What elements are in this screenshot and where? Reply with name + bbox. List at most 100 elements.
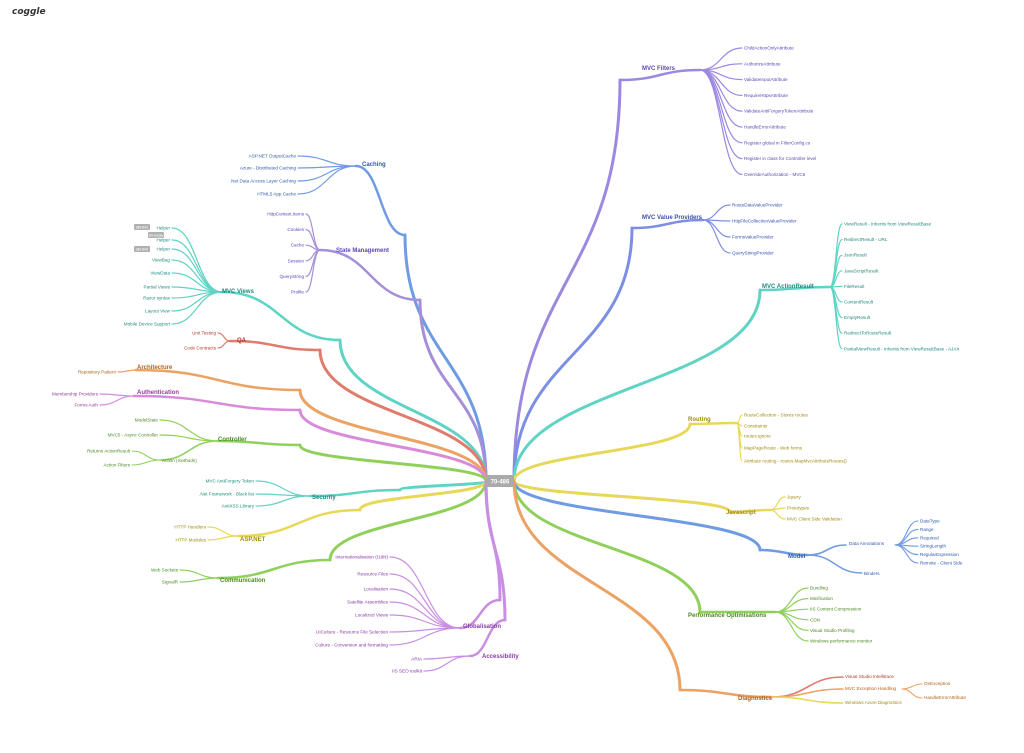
qa-leaf-unit-testing[interactable]: Unit Testing — [192, 331, 216, 336]
mvc_filters-leaf-validateantiforgerytokenattribute[interactable]: ValidateAntiForgeryTokenAttribute — [744, 109, 814, 114]
authentication-leaf-membership-providers[interactable]: Membership Providers — [52, 392, 99, 397]
diagnostics-exception-handling[interactable]: MVC Exception Handling — [845, 686, 897, 691]
views-branch-label[interactable]: MVC Views — [222, 289, 255, 295]
controller-leaf-mvc5-async-controller[interactable]: MVC5 - Async Controller — [108, 433, 159, 438]
controller-action-returns-actionresult[interactable]: Returns ActionResult — [87, 449, 131, 454]
caching-leaf-html5-app-cache[interactable]: HTML5 App Cache — [257, 192, 296, 197]
routing-leaf-attribute-routing-routes-mapmvcattributeroutes[interactable]: Attribute routing - routes.MapMvcAttribu… — [744, 459, 847, 464]
controller-leaf-modelstate[interactable]: ModelState — [135, 418, 159, 423]
mvc_filters-leaf-childactiononlyattribute[interactable]: ChildActionOnlyAttribute — [744, 46, 794, 51]
state-leaf-cookies[interactable]: Cookies — [287, 227, 304, 232]
javascript-leaf-prototypes[interactable]: Prototypes — [787, 506, 810, 511]
globalisation-branch-label[interactable]: Globalisation — [463, 624, 501, 630]
action_result-leaf-jsonresult[interactable]: JsonResult — [844, 253, 867, 258]
security-leaf-net-framework-black-list[interactable]: .Net Framework - Black list — [199, 492, 255, 497]
action_result-branch-label[interactable]: MVC ActionResult — [762, 284, 814, 290]
views-leaf-mobile-device-support[interactable]: Mobile Device Support — [124, 322, 171, 327]
mvc_filters-leaf-handleerrorattribute[interactable]: HandleErrorAttribute — [744, 125, 786, 130]
authentication-branch-label[interactable]: Authentication — [137, 390, 179, 396]
mvc_filters-leaf-overrideauthorization-mvc5[interactable]: OverrideAuthorization - MVC5 — [744, 172, 806, 177]
security-branch-label[interactable]: Security — [312, 495, 336, 501]
action_result-leaf-contentresult[interactable]: ContentResult — [844, 300, 874, 305]
caching-leaf-azure-distributed-caching[interactable]: Azure - Distributed Caching — [240, 166, 297, 171]
views-leaf-helper[interactable]: Helper — [156, 238, 170, 243]
mvc_filters-leaf-register-in-class-for-controller-level[interactable]: Register in class for Controller level — [744, 156, 816, 161]
aspnet-branch-label[interactable]: ASP.NET — [240, 537, 266, 543]
routing-branch-label[interactable]: Routing — [688, 417, 711, 423]
model-data-annotations-label[interactable]: Data Annotations — [849, 541, 885, 546]
security-leaf-mvc-antiforgery-token[interactable]: MVC AntiForgery Token — [206, 479, 255, 484]
routing-leaf-mappageroute-web-forms[interactable]: MapPageRoute - Web forms — [744, 446, 803, 451]
model-binders-label[interactable]: Binders — [864, 571, 880, 576]
caching-branch-label[interactable]: Caching — [362, 162, 386, 168]
action_result-leaf-partialviewresult-inherits-from-viewresultbase-ajax[interactable]: PartialViewResult - Inherits from ViewRe… — [844, 346, 960, 351]
value_providers-leaf-routedatavalueprovider[interactable]: RouteDataValueProvider — [732, 203, 783, 208]
views-leaf-viewbag[interactable]: ViewBag — [152, 258, 170, 263]
action_result-leaf-javascriptresult[interactable]: JavaScriptResult — [844, 268, 879, 273]
mvc_filters-leaf-requirehttpsattribute[interactable]: RequireHttpsAttribute — [744, 93, 788, 98]
views-leaf-razor-syntax[interactable]: Razor syntax — [143, 296, 171, 301]
model-annotation-datatype[interactable]: DataType — [920, 519, 940, 524]
controller-branch-label[interactable]: Controller — [218, 437, 247, 443]
diagnostics-azure[interactable]: Windows Azure Diagnostics — [845, 700, 902, 705]
mvc_filters-leaf-authorizeattribute[interactable]: AuthorizeAttribute — [744, 61, 781, 66]
security-leaf-antixss-library[interactable]: AntiXSS Library — [222, 504, 255, 509]
globalisation-leaf-uiculture-resource-file-selection[interactable]: UICulture - Resource File Selection — [316, 630, 388, 635]
globalisation-leaf-localisation[interactable]: Localisation — [364, 587, 389, 592]
aspnet-leaf-http-modules[interactable]: HTTP Modules — [175, 538, 206, 543]
controller-action-action-filters[interactable]: Action Filters — [103, 463, 130, 468]
globalisation-leaf-culture-conversion-and-formatting[interactable]: Culture - Conversion and formatting — [315, 643, 388, 648]
caching-leaf-net-data-access-layer-caching[interactable]: .Net Data Access Layer Caching — [230, 179, 297, 184]
architecture-leaf-repository-pattern[interactable]: Repository Pattern — [78, 370, 116, 375]
state-leaf-cache[interactable]: Cache — [291, 243, 305, 248]
model-annotation-regularexpression[interactable]: RegularExpression — [920, 552, 959, 557]
communication-leaf-signalr[interactable]: SignalR — [162, 580, 179, 585]
model-annotation-remote-client-side[interactable]: Remote - Client Side — [920, 561, 963, 566]
model-annotation-required[interactable]: Required — [920, 535, 939, 540]
globalisation-leaf-resource-files[interactable]: Resource Files — [357, 572, 388, 577]
diagnostics-handleerror[interactable]: HandleErrorAttribute — [924, 695, 966, 700]
qa-branch-label[interactable]: QA — [237, 338, 247, 344]
caching-leaf-asp-net-outputcache[interactable]: ASP.NET OutputCache — [249, 154, 297, 159]
views-leaf-partial-views[interactable]: Partial Views — [144, 285, 171, 290]
controller-action-label[interactable]: Action (methods) — [162, 458, 197, 463]
state-branch-label[interactable]: State Management — [336, 248, 389, 254]
views-leaf-layout-view[interactable]: Layout View — [145, 309, 171, 314]
aspnet-leaf-http-handlers[interactable]: HTTP Handlers — [174, 525, 206, 530]
qa-leaf-code-contracts[interactable]: Code Contracts — [184, 346, 217, 351]
accessibility-leaf-iis-seo-toolkit[interactable]: IIS SEO toolkit — [392, 669, 423, 674]
performance-leaf-cdn[interactable]: CDN — [810, 617, 820, 622]
state-leaf-httpcontext-items[interactable]: HttpContext.Items — [267, 212, 304, 217]
authentication-leaf-forms-auth[interactable]: Forms Auth — [75, 403, 99, 408]
performance-leaf-bundling[interactable]: Bundling — [810, 586, 828, 591]
routing-leaf-constraints[interactable]: Constraints — [744, 424, 768, 429]
model-branch-label[interactable]: Model — [788, 554, 806, 560]
architecture-branch-label[interactable]: Architecture — [137, 365, 173, 371]
mvc_filters-leaf-register-global-in-filterconfig-cs[interactable]: Register global in FilterConfig.cs — [744, 140, 811, 145]
action_result-leaf-redirecttorouteresult[interactable]: RedirectToRouteResult — [844, 331, 892, 336]
views-leaf-helper[interactable]: Helper — [156, 247, 170, 252]
mvc_filters-branch-label[interactable]: MVC Filters — [642, 66, 676, 72]
value_providers-leaf-querystringprovider[interactable]: QueryStringProvider — [732, 251, 774, 256]
globalisation-leaf-satellite-assemblies[interactable]: Satellite Assemblies — [347, 600, 389, 605]
mvc_filters-leaf-validateinputattribute[interactable]: ValidateInputAttribute — [744, 77, 788, 82]
value_providers-leaf-httpfilecollectionvalueprovider[interactable]: HttpFileCollectionValueProvider — [732, 219, 797, 224]
diagnostics-branch-label[interactable]: Diagnostics — [738, 696, 773, 702]
diagnostics-intellitrace[interactable]: Visual Studio Intellitrace — [845, 674, 894, 679]
routing-leaf-routes-ignore[interactable]: routes.ignore — [744, 434, 771, 439]
javascript-leaf-jquery[interactable]: Jquery — [787, 495, 801, 500]
root-node[interactable]: 70-486 — [486, 475, 514, 487]
globalisation-leaf-internationalisation-i18n[interactable]: Internationalisation (I18N) — [335, 555, 388, 560]
action_result-leaf-viewresult-inherits-from-viewresultbase[interactable]: ViewResult - Inherits from ViewResultBas… — [844, 222, 932, 227]
routing-leaf-routecollection-stores-routes[interactable]: RouteCollection - Stores routes — [744, 413, 809, 418]
performance-leaf-minification[interactable]: Minification — [810, 596, 833, 601]
state-leaf-profile[interactable]: Profile — [291, 290, 304, 295]
accessibility-leaf-aria[interactable]: ARIA — [411, 657, 423, 662]
state-leaf-session[interactable]: Session — [288, 258, 305, 263]
performance-branch-label[interactable]: Performance Optimisations — [688, 613, 767, 619]
views-leaf-helper[interactable]: Helper — [156, 226, 170, 231]
model-annotation-range[interactable]: Range — [920, 527, 934, 532]
javascript-leaf-mvc-client-side-validation[interactable]: MVC Client Side Validation — [787, 517, 842, 522]
performance-leaf-iis-content-compression[interactable]: IIS Content Compression — [810, 607, 862, 612]
value_providers-branch-label[interactable]: MVC Value Providers — [642, 215, 703, 221]
